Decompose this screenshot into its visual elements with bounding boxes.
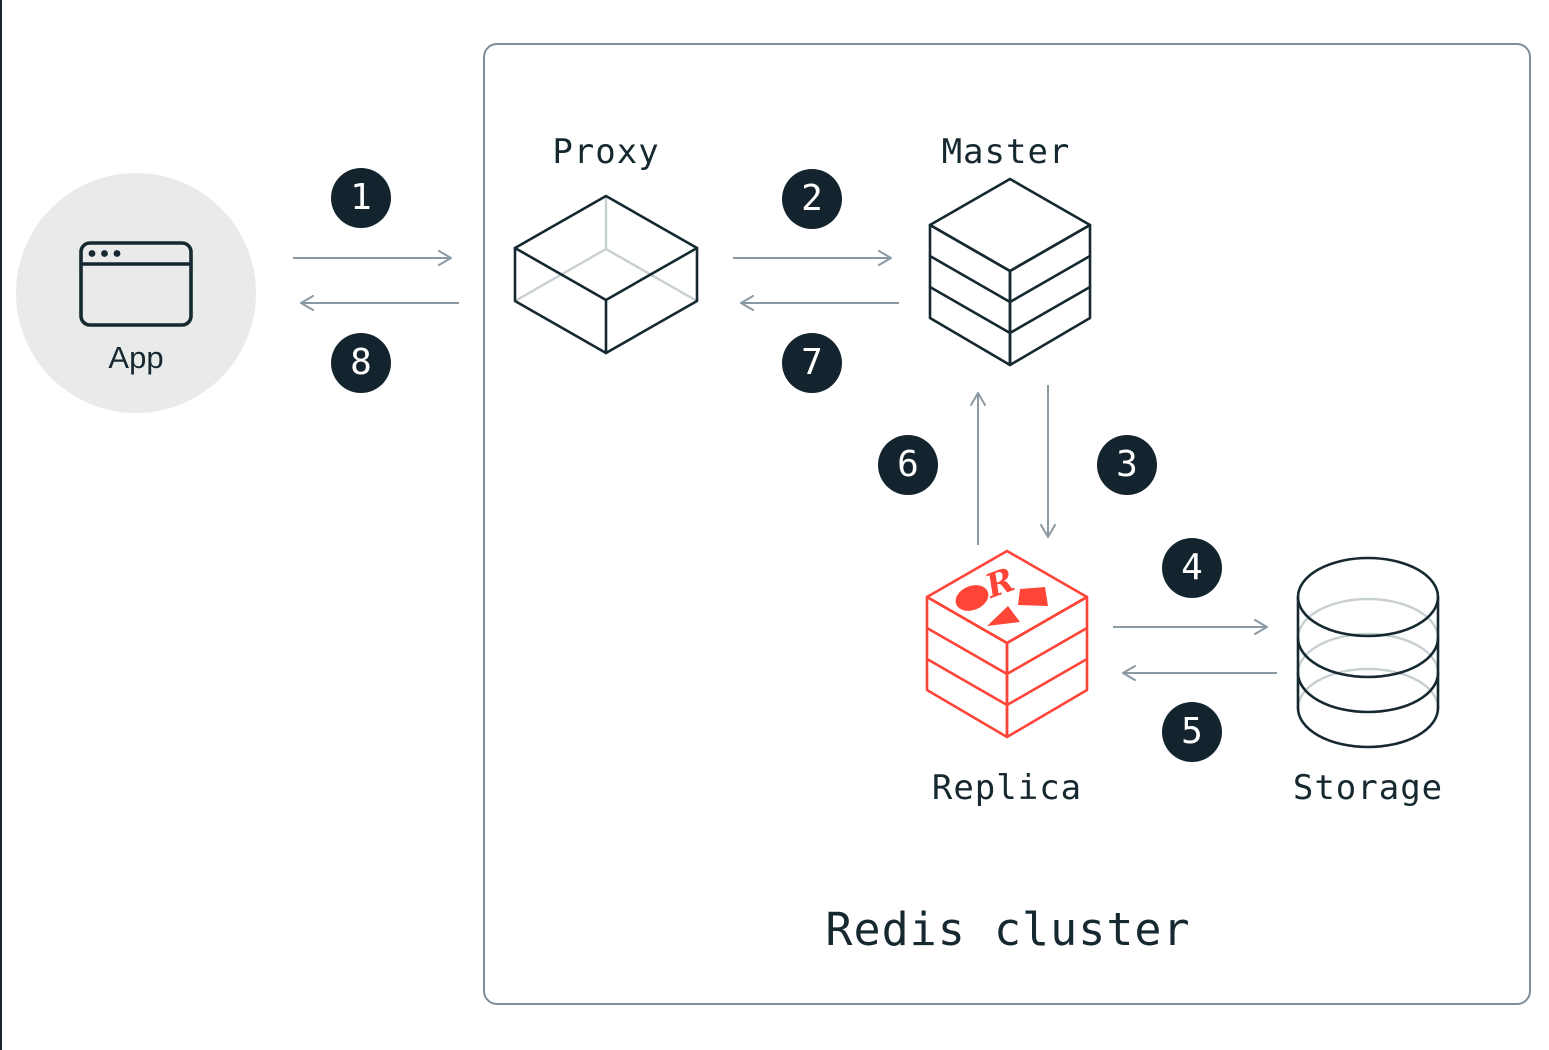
step-badge-8: 8 [331, 333, 391, 393]
arrow-storage-to-replica [1122, 665, 1277, 681]
arrow-proxy-to-app [300, 295, 459, 311]
cluster-title: Redis cluster [825, 903, 1191, 956]
arrow-app-to-proxy [293, 250, 452, 266]
storage-database-icon [1296, 556, 1440, 749]
master-redis-cube-icon: R [928, 177, 1092, 367]
app-circle [16, 173, 256, 413]
proxy-box-icon [513, 194, 699, 355]
step-badge-3: 3 [1097, 435, 1157, 495]
arrow-replica-to-master [970, 392, 986, 545]
arrow-replica-to-storage [1113, 619, 1268, 635]
arrow-master-to-replica [1040, 385, 1056, 538]
app-label: App [108, 340, 164, 375]
redis-cluster-box [483, 43, 1531, 1005]
step-badge-4: 4 [1162, 538, 1222, 598]
proxy-label: Proxy [552, 132, 660, 172]
left-edge-line [0, 0, 2, 1050]
replica-label: Replica [931, 768, 1083, 808]
browser-window-icon [79, 241, 193, 327]
replica-redis-cube-icon: R [925, 549, 1089, 739]
step-badge-2: 2 [782, 169, 842, 229]
arrow-proxy-to-master [733, 250, 892, 266]
step-badge-7: 7 [782, 333, 842, 393]
step-badge-5: 5 [1162, 702, 1222, 762]
step-badge-6: 6 [878, 435, 938, 495]
step-badge-1: 1 [331, 168, 391, 228]
storage-label: Storage [1292, 768, 1444, 808]
arrow-master-to-proxy [740, 295, 899, 311]
master-label: Master [941, 132, 1071, 172]
